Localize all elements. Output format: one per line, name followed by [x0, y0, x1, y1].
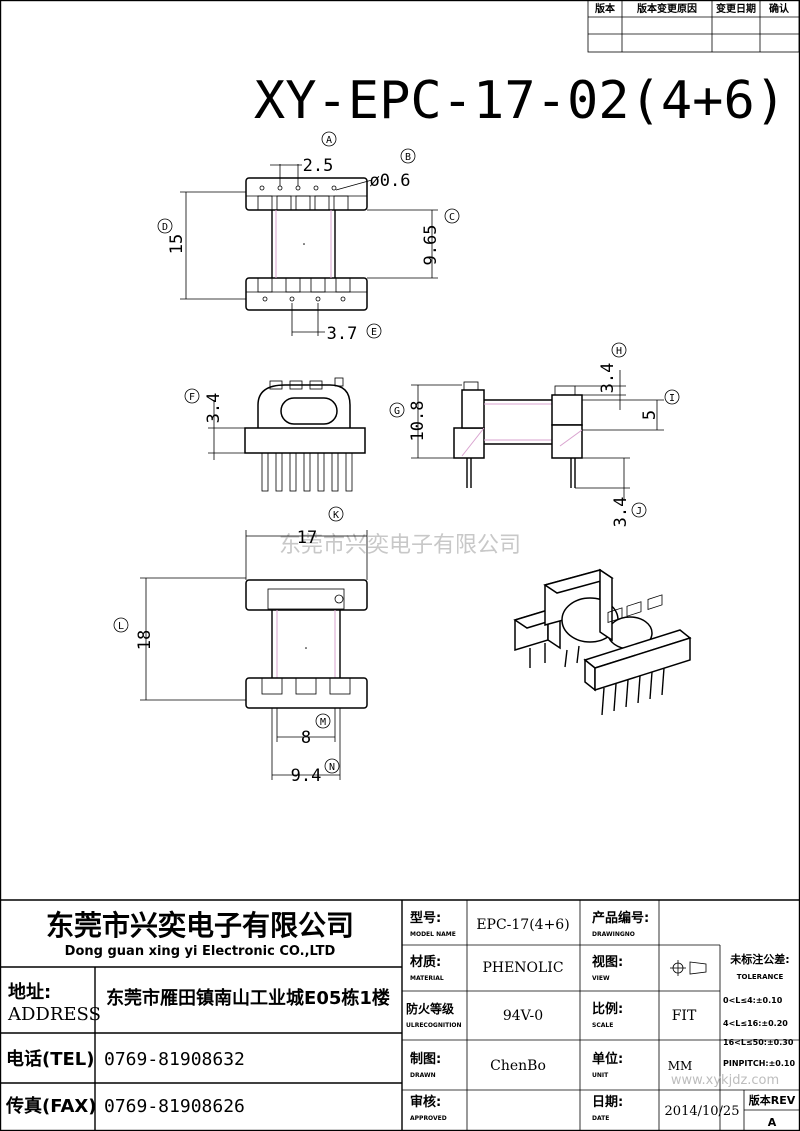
callout-e: E — [371, 327, 377, 338]
material-value: PHENOLIC — [482, 960, 563, 976]
front-view: 3.4 F — [184, 377, 366, 492]
tolerance-line-3: 16<L≤50:±0.30 — [723, 1038, 794, 1047]
watermark-text: 东莞市兴奕电子有限公司 — [279, 533, 521, 558]
view-label-en: VIEW — [592, 975, 610, 982]
unit-label: 单位: — [592, 1051, 623, 1067]
address-value: 东莞市雁田镇南山工业城E05栋1楼 — [106, 987, 390, 1009]
product-no-label: 产品编号: — [592, 910, 649, 926]
drawn-label-en: DRAWN — [410, 1072, 436, 1079]
approved-label-en: APPROVED — [410, 1115, 447, 1122]
rev-header-confirm: 确认 — [769, 2, 790, 15]
address-label-en: ADDRESS — [7, 1004, 101, 1025]
company-name-en: Dong guan xing yi Electronic CO.,LTD — [65, 944, 336, 959]
callout-n: N — [329, 762, 335, 773]
dim-m-value: 8 — [301, 728, 311, 748]
callout-f: F — [189, 392, 195, 403]
callout-a: A — [326, 135, 332, 146]
drawn-value: ChenBo — [490, 1058, 546, 1074]
top-view: 2.5 A ø0.6 B 9.65 C 15 D 3.7 E — [157, 131, 460, 344]
callout-b: B — [405, 152, 411, 163]
unit-label-en: UNIT — [592, 1072, 609, 1079]
callout-k: K — [333, 510, 339, 521]
view-label: 视图: — [592, 954, 623, 970]
dim-g-value: 10.8 — [408, 401, 428, 442]
tolerance-line-1: 0<L≤4:±0.10 — [723, 996, 783, 1005]
fire-label-en: ULRECOGNITION — [406, 1022, 462, 1029]
callout-g: G — [394, 406, 400, 417]
tolerance-title-en: TOLERANCE — [737, 973, 784, 981]
callout-j: J — [636, 506, 642, 517]
rev-header-version: 版本 — [595, 2, 616, 15]
callout-m: M — [320, 717, 326, 728]
callout-i: I — [669, 393, 675, 404]
site-watermark: www.xykjdz.com — [671, 1073, 779, 1088]
callout-l: L — [118, 621, 124, 632]
scale-label: 比例: — [592, 1001, 623, 1017]
dim-j-value: 3.4 — [611, 497, 631, 528]
product-no-label-en: DRAWINGNO — [592, 931, 635, 938]
date-value: 2014/10/25 — [665, 1104, 740, 1119]
drawn-label: 制图: — [410, 1051, 441, 1067]
callout-h: H — [616, 346, 622, 357]
dim-k-value: 17 — [297, 528, 317, 548]
fax-label: 传真(FAX) — [5, 1095, 97, 1117]
callout-c: C — [449, 212, 455, 223]
projection-symbol-icon — [670, 960, 707, 976]
tel-value: 0769-81908632 — [104, 1049, 245, 1070]
model-value: EPC-17(4+6) — [476, 917, 569, 933]
approved-label: 审核: — [410, 1094, 441, 1110]
rev-header-date: 变更日期 — [716, 2, 756, 15]
side-view: 10.8 G 3.4 H 5 I 3.4 J — [389, 342, 680, 528]
drawing-title: XY-EPC-17-02(4+6) — [254, 71, 786, 131]
title-block: 东莞市兴奕电子有限公司 Dong guan xing yi Electronic… — [0, 899, 800, 1131]
dim-d-value: 15 — [167, 234, 187, 254]
dim-i-value: 5 — [640, 410, 660, 420]
callout-d: D — [162, 222, 168, 233]
fax-value: 0769-81908626 — [104, 1096, 245, 1117]
dim-c-value: 9.65 — [421, 225, 441, 266]
scale-value: FIT — [672, 1008, 697, 1024]
dim-f-value: 3.4 — [204, 393, 224, 424]
material-label: 材质: — [410, 954, 441, 970]
unit-value: MM — [668, 1059, 693, 1073]
dim-b-value: ø0.6 — [370, 171, 411, 191]
model-label-en: MODEL NAME — [410, 931, 456, 938]
date-label: 日期: — [592, 1095, 623, 1110]
fire-label: 防火等级 — [406, 1001, 454, 1016]
revision-table: 版本 版本变更原因 变更日期 确认 — [587, 0, 800, 53]
bottom-view: 17 K 18 L 8 M 9.4 N — [113, 506, 368, 786]
fire-value: 94V-0 — [503, 1008, 543, 1024]
model-label: 型号: — [410, 910, 441, 926]
rev-header-reason: 版本变更原因 — [637, 2, 697, 15]
tolerance-line-2: 4<L≤16:±0.20 — [723, 1019, 788, 1028]
dim-e-value: 3.7 — [327, 324, 358, 344]
tolerance-line-4: PINPITCH:±0.10 — [723, 1059, 795, 1068]
tolerance-title: 未标注公差: — [729, 952, 789, 966]
isometric-view — [513, 568, 692, 716]
material-label-en: MATERIAL — [410, 975, 444, 982]
dim-a-value: 2.5 — [303, 156, 334, 176]
company-name-cn: 东莞市兴奕电子有限公司 — [46, 909, 354, 942]
scale-label-en: SCALE — [592, 1022, 613, 1029]
rev-value: A — [768, 1116, 777, 1129]
dim-n-value: 9.4 — [291, 766, 322, 786]
rev-label: 版本REV — [749, 1093, 796, 1107]
date-label-en: DATE — [592, 1115, 609, 1122]
address-label: 地址: — [8, 981, 51, 1003]
dim-h-value: 3.4 — [598, 363, 618, 394]
dim-l-value: 18 — [135, 630, 155, 650]
tel-label: 电话(TEL) — [6, 1048, 95, 1070]
